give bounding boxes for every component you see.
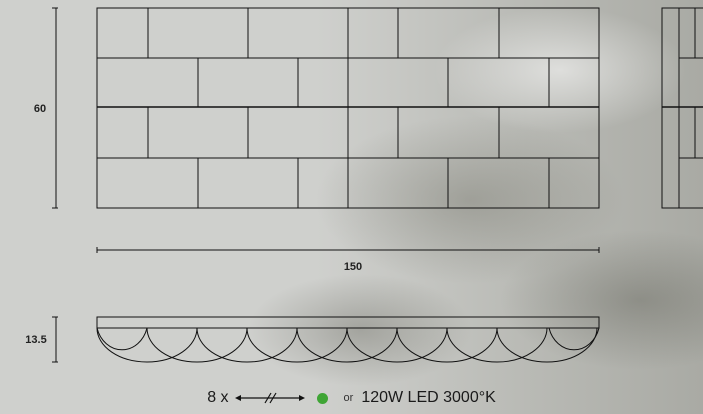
front-view: [96, 7, 600, 209]
cable-break-icon: [234, 392, 305, 404]
side-view: [661, 7, 703, 209]
led-bulb-icon: [316, 392, 328, 404]
light-source-legend: 8 x or 120W LED 3000°K: [0, 389, 703, 407]
led-spec: 120W LED 3000°K: [361, 389, 496, 406]
depth-label: 13.5: [25, 334, 46, 346]
height-dimension: [52, 7, 58, 209]
depth-dimension: [52, 316, 58, 363]
width-dimension: [96, 247, 600, 253]
width-label: 150: [344, 261, 362, 273]
top-view: [96, 316, 600, 363]
bulb-count: 8 x: [207, 389, 229, 406]
or-text: or: [343, 392, 354, 404]
height-label: 60: [34, 103, 46, 115]
